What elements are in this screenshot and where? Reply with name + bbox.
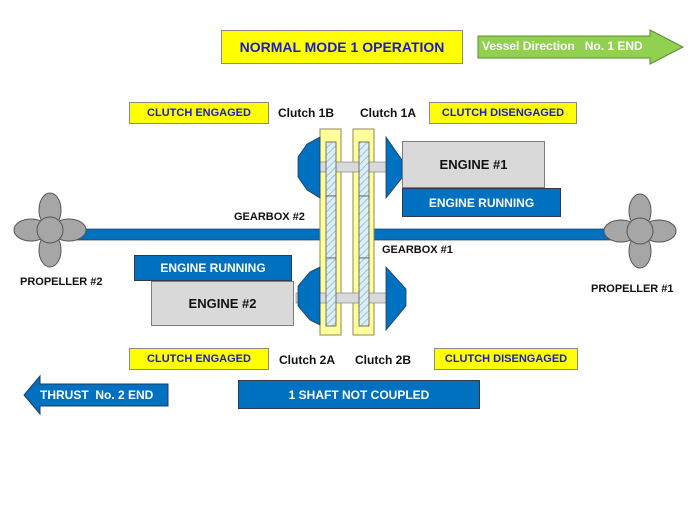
gear-plate-1a-upper [358,141,370,197]
propeller-2-label: PROPELLER #2 [20,276,103,288]
mode-title: NORMAL MODE 1 OPERATION [221,30,463,64]
clutch-2a-label: Clutch 2A [279,353,336,367]
gear-plate-1b-mid [325,195,337,259]
gear-plate-2b-lower [358,257,370,327]
clutch-1b-cone-icon [297,136,321,199]
shaft-propeller-1 [371,228,641,241]
shaft-status-banner: 1 SHAFT NOT COUPLED [238,380,480,409]
propeller-1-icon [603,193,677,269]
gear-plate-1a-mid [358,195,370,259]
clutch-2b-cone-icon [385,265,407,332]
shaft-propeller-2 [69,228,327,241]
engine-1: ENGINE #1 [402,141,545,188]
gearbox-1-label: GEARBOX #1 [382,244,453,256]
propeller-1-label: PROPELLER #1 [591,283,674,295]
clutch-1a-status: CLUTCH DISENGAGED [429,102,577,124]
thrust-label: THRUST No. 2 END [40,388,154,402]
gearbox-2-label: GEARBOX #2 [234,211,305,223]
gear-plate-1b-upper [325,141,337,197]
clutch-2b-status: CLUTCH DISENGAGED [434,348,578,370]
clutch-1b-status: CLUTCH ENGAGED [129,102,269,124]
clutch-1a-cone-icon [385,135,403,200]
clutch-1a-label: Clutch 1A [360,106,417,120]
vessel-direction-label: Vessel Direction No. 1 END [482,39,643,53]
thrust-arrow-icon [23,374,169,416]
clutch-1b-label: Clutch 1B [278,106,335,120]
clutch-2a-status: CLUTCH ENGAGED [129,348,269,370]
engine-2: ENGINE #2 [151,281,294,326]
clutch-2a-cone-icon [297,266,321,326]
clutch-2b-label: Clutch 2B [355,353,412,367]
engine-2-status: ENGINE RUNNING [134,255,292,281]
propeller-2-icon [13,192,87,268]
vessel-direction-arrow-icon [477,29,685,65]
engine-1-status: ENGINE RUNNING [402,188,561,217]
gear-plate-2a-lower [325,257,337,327]
